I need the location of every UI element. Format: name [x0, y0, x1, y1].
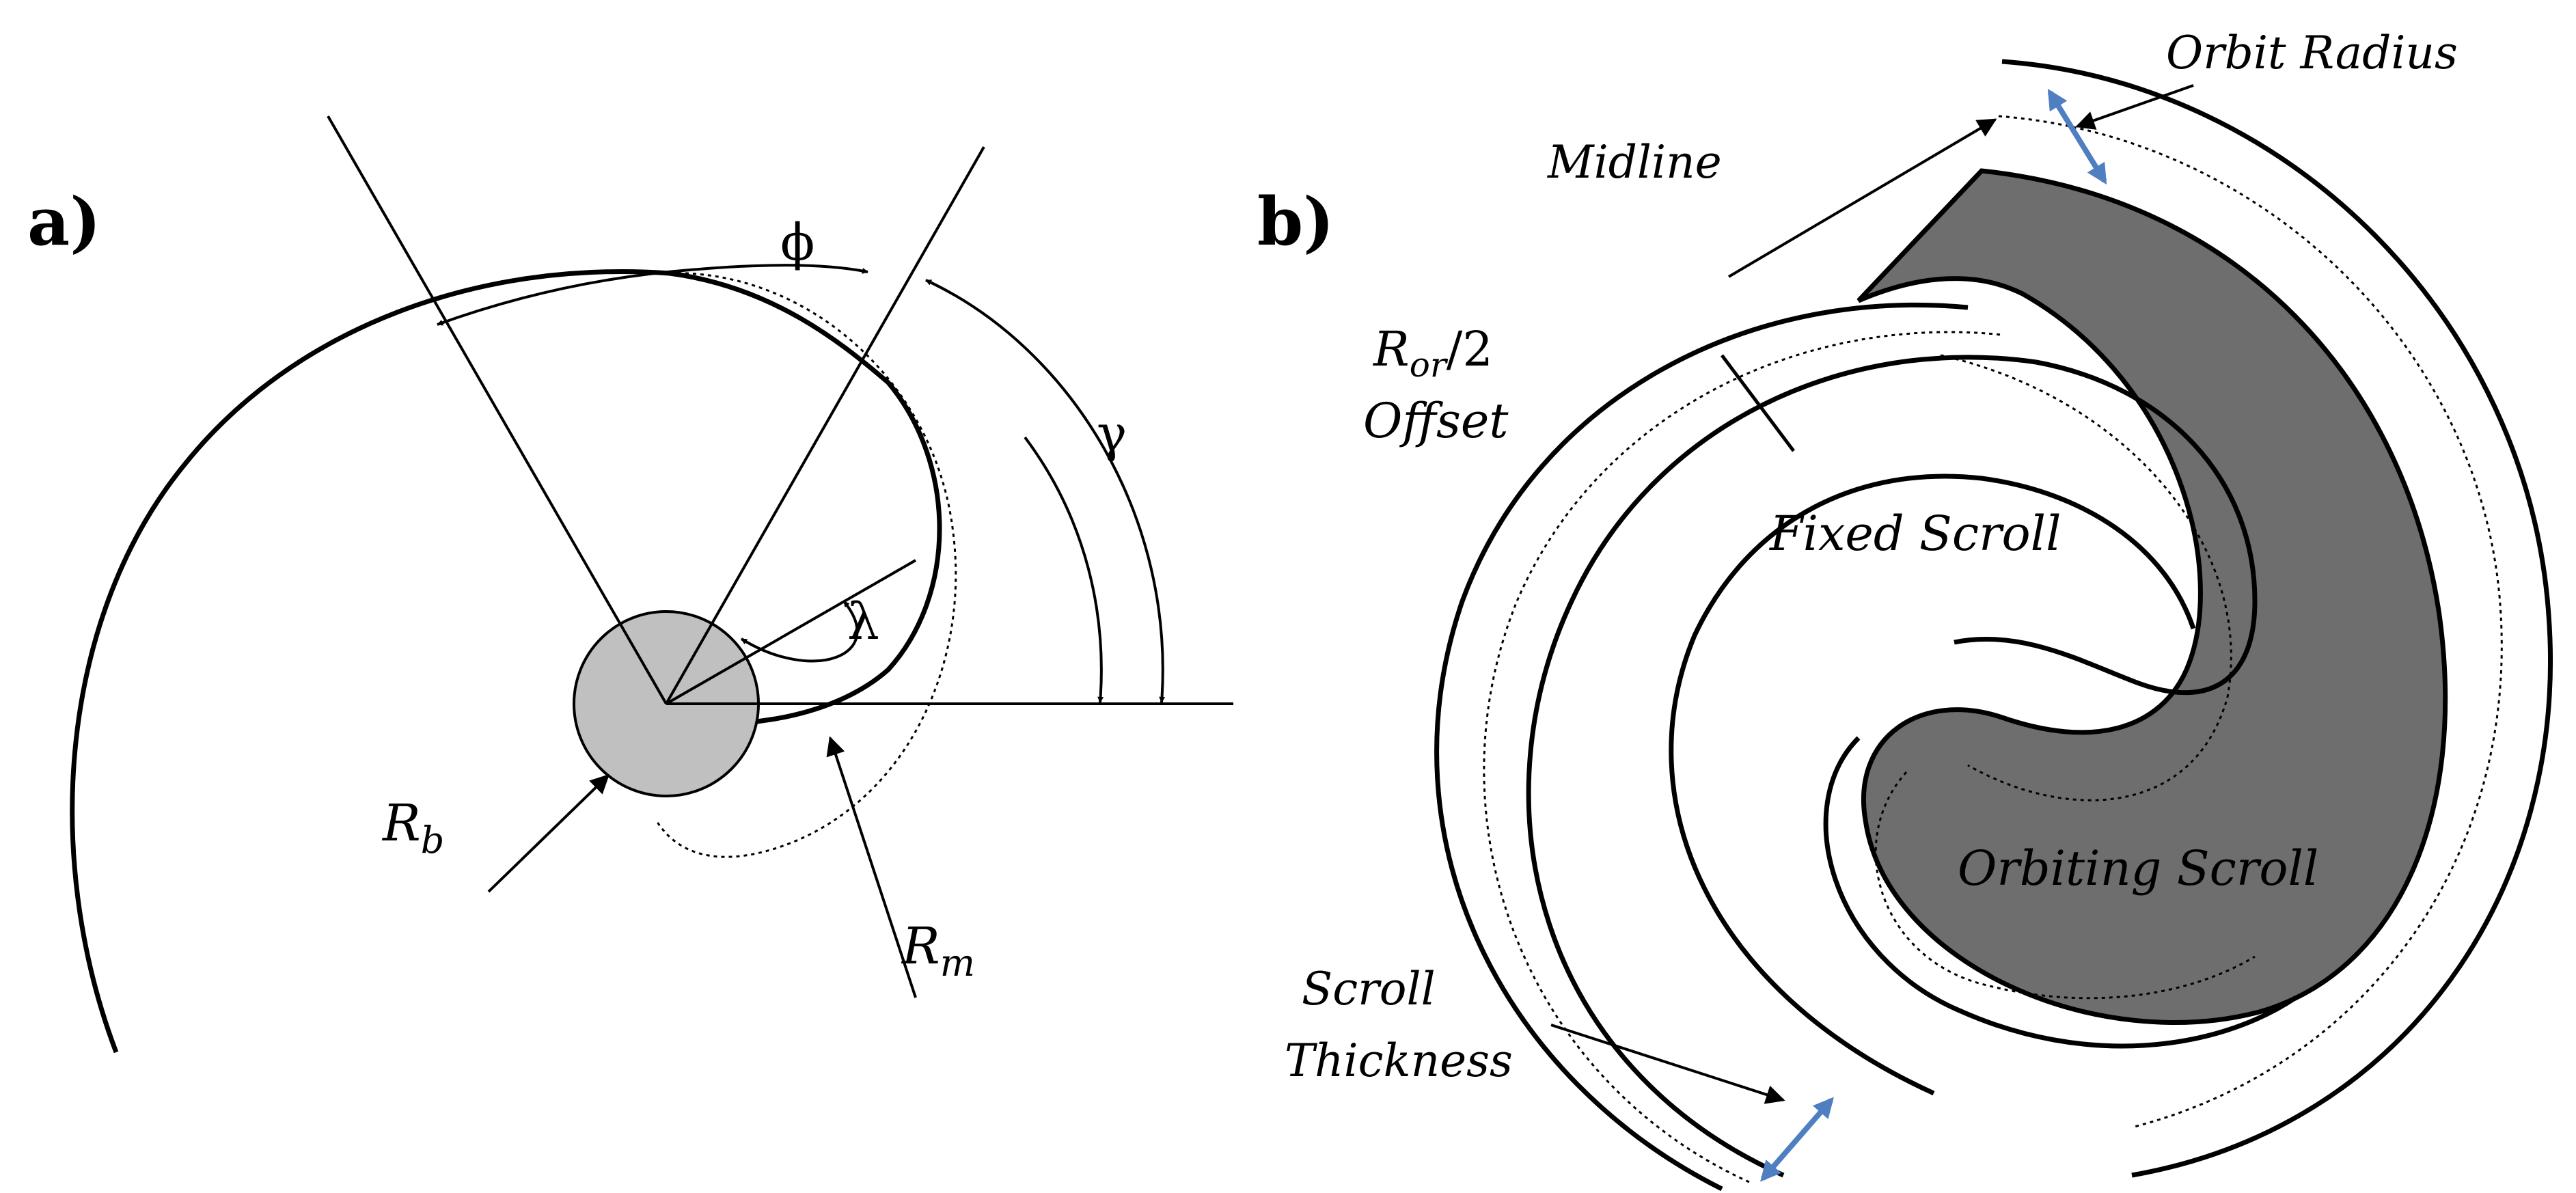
scroll-thickness-dimension — [1760, 1097, 1834, 1182]
orbit-radius-leader-arrow — [2075, 84, 2194, 130]
fixed-scroll-outer-wall — [2001, 59, 2553, 1178]
rb-leader-arrow — [487, 774, 610, 893]
midline-outer — [1998, 115, 2503, 1129]
fixed-scroll-wall-1 — [1526, 355, 2258, 1178]
rb-label: Rb — [381, 794, 444, 862]
panel-b-label: b) — [1257, 183, 1334, 260]
gamma-arc-outer — [925, 279, 1166, 703]
phi-angle-arrow — [437, 264, 868, 326]
midline-leader-arrow — [1727, 118, 1997, 278]
offset-r: R — [1372, 321, 1410, 377]
offset-subscript: or — [1410, 345, 1449, 385]
offset-tick — [1721, 354, 1795, 452]
scroll-thickness-leader-arrow — [1550, 1024, 1785, 1104]
gamma-symbol: γ — [1097, 404, 1127, 463]
fixed-scroll-wall-2 — [1669, 474, 2196, 1096]
rm-main: R — [901, 917, 940, 976]
fixed-scroll-dotted-middle — [1874, 771, 2256, 1000]
midline-label: Midline — [1547, 136, 1722, 189]
fixed-scroll-label: Fixed Scroll — [1768, 506, 2061, 562]
rm-leader-arrow — [826, 736, 917, 998]
phi-symbol: ϕ — [780, 213, 814, 272]
panel-a: a) ϕ γ λ Rb Rm — [27, 115, 1233, 1054]
lambda-angle-arrow — [740, 600, 859, 663]
rm-label: Rm — [901, 917, 975, 985]
rb-main: R — [381, 794, 421, 853]
orbiting-scroll-label: Orbiting Scroll — [1958, 840, 2318, 896]
lambda-symbol: λ — [847, 592, 879, 651]
fixed-scroll-wall-3 — [1434, 303, 1969, 1192]
fixed-scroll-wall-4 — [1823, 736, 2297, 1049]
rb-subscript: b — [421, 819, 445, 862]
radial-line-left — [327, 115, 668, 704]
gamma-arc-inner — [1024, 436, 1104, 703]
orbiting-scroll — [1856, 168, 2448, 1025]
radial-line-right — [665, 146, 985, 704]
orbit-radius-label: Orbit Radius — [2166, 27, 2458, 79]
scroll-thickness-label-line1: Scroll — [1302, 963, 1436, 1015]
orbit-radius-dimension — [2047, 88, 2107, 185]
offset-label-line1: Ror/2 — [1372, 321, 1493, 385]
offset-tail: /2 — [1447, 321, 1493, 377]
fixed-scroll-dotted-lower — [1483, 331, 2003, 1183]
scroll-thickness-label-line2: Thickness — [1285, 1034, 1513, 1087]
panel-a-label: a) — [27, 183, 101, 260]
offset-label-line2: Offset — [1363, 393, 1509, 449]
panel-b: b) Orbit Radius Midline Ror/2 — [1257, 27, 2553, 1192]
rm-subscript: m — [940, 942, 975, 985]
